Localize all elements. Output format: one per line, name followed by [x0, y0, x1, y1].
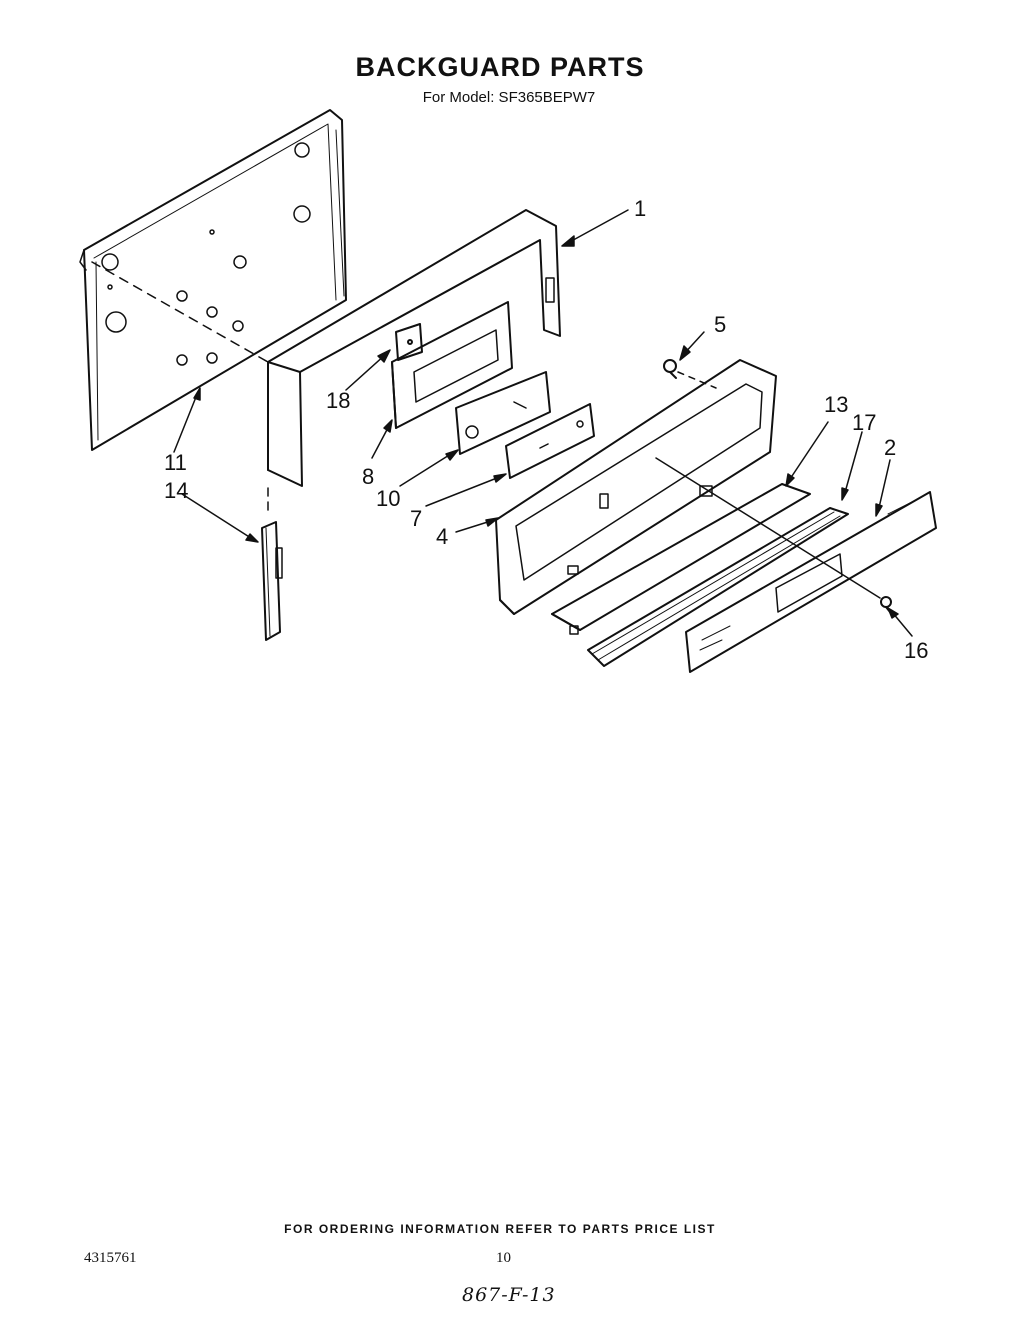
page-title: BACKGUARD PARTS — [355, 52, 645, 82]
callout-11: 11 — [164, 450, 187, 475]
part-14-vertical-trim — [261, 521, 283, 641]
part-10-plate — [455, 371, 551, 455]
callout-17: 17 — [852, 410, 876, 435]
callout-10: 10 — [376, 486, 400, 511]
document-number: 4315761 — [84, 1250, 137, 1266]
page-number: 10 — [496, 1250, 511, 1266]
callout-2: 2 — [884, 435, 896, 460]
handwritten-code: 867-F-13 — [462, 1284, 556, 1306]
callout-4: 4 — [436, 524, 448, 549]
part-8-bracket — [391, 301, 513, 429]
callout-5: 5 — [714, 312, 726, 337]
part-1-backguard-housing — [267, 209, 561, 487]
callout-18: 18 — [326, 388, 350, 413]
alignment-line-rear — [91, 261, 269, 363]
model-subtitle: For Model: SF365BEPW7 — [422, 89, 596, 106]
callout-1: 1 — [634, 196, 646, 221]
callout-14: 14 — [164, 478, 188, 503]
ordering-note: FOR ORDERING INFORMATION REFER TO PARTS … — [284, 1222, 716, 1236]
part-13-channel — [551, 483, 811, 635]
part-5-screw — [663, 359, 677, 379]
alignment-line-screw-16 — [655, 457, 881, 599]
callout-7: 7 — [410, 506, 422, 531]
callout-16: 16 — [904, 638, 928, 663]
part-2-overlay-panel — [685, 491, 937, 673]
part-17-trim-strip — [587, 507, 849, 667]
callout-8: 8 — [362, 464, 374, 489]
part-11-rear-panel — [79, 109, 347, 451]
leader-lines — [173, 209, 913, 637]
callout-13: 13 — [824, 392, 848, 417]
part-7-small-panel — [505, 403, 595, 479]
part-18-pad — [395, 323, 423, 361]
part-4-front-panel — [495, 359, 777, 615]
